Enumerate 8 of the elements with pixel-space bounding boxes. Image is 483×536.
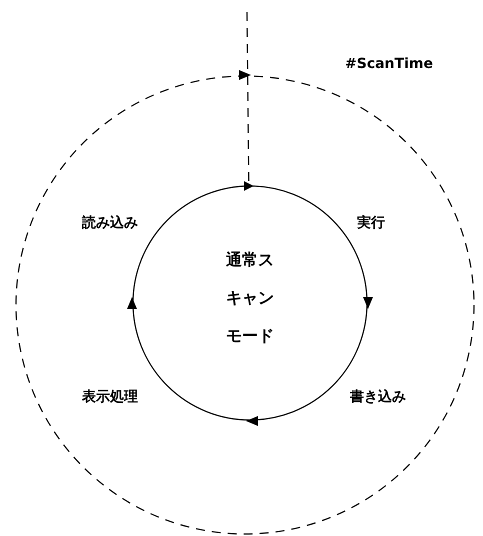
cycle-label: #ScanTime: [345, 56, 433, 72]
dashed-line: [244, 12, 254, 191]
step-label: 書き込み: [350, 388, 406, 406]
step-label: 表示処理: [82, 388, 138, 406]
step-label: 読み込み: [82, 214, 138, 232]
node-label: 通常スキャンモード: [225, 249, 275, 347]
step-label: 実行: [357, 214, 385, 232]
dashed-circle: [15, 75, 475, 535]
